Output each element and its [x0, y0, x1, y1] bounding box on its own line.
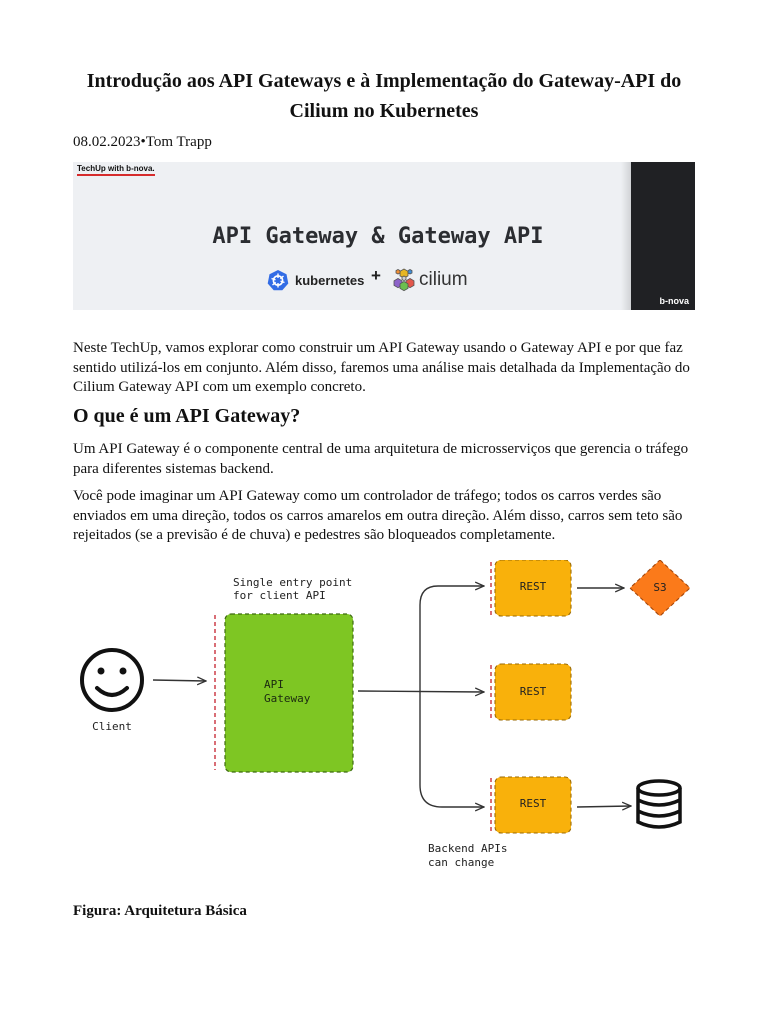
- client-smiley-icon: [80, 648, 144, 712]
- cilium-label: cilium: [419, 269, 468, 290]
- techup-tag: TechUp with b-nova.: [77, 164, 155, 176]
- figure-caption: Figura: Arquitetura Básica: [73, 903, 247, 919]
- hero-banner: TechUp with b-nova. b-nova API Gateway &…: [73, 162, 695, 310]
- gateway-to-rest2-arrow: [357, 691, 484, 692]
- rest-service-3: [494, 776, 572, 834]
- rest-label-1: REST: [520, 580, 547, 593]
- article-meta: 08.02.2023•Tom Trapp: [73, 134, 212, 151]
- rest-to-database-arrow: [576, 806, 631, 807]
- rest-service-1: [494, 560, 572, 617]
- entry-note-line1: Single entry point: [233, 576, 352, 589]
- section-paragraph-2: Você pode imaginar um API Gateway como u…: [73, 488, 683, 543]
- client-to-gateway-arrow: [152, 680, 206, 681]
- rest-service-2: [494, 663, 572, 721]
- meta-separator: •: [140, 134, 146, 150]
- plus-sign: +: [371, 266, 381, 285]
- api-gateway-box: [224, 613, 354, 773]
- cilium-hexagon-icon: [393, 268, 415, 292]
- cilium-logo: cilium: [391, 265, 468, 295]
- s3-storage-shape: [629, 560, 691, 617]
- gateway-to-rest3-arrow: [419, 691, 484, 807]
- banner-headline: API Gateway & Gateway API: [212, 224, 544, 249]
- gateway-label-line1: API: [264, 678, 284, 691]
- article-date: 08.02.2023: [73, 134, 141, 150]
- kubernetes-helm-icon: [267, 270, 289, 291]
- backend-note-line2: can change: [428, 856, 494, 869]
- section-heading: O que é um API Gateway?: [73, 405, 301, 427]
- architecture-diagram: Client Single entry point for client API…: [80, 560, 691, 869]
- rest-label-3: REST: [520, 797, 547, 810]
- intro-paragraph: Neste TechUp, vamos explorar como constr…: [73, 340, 690, 395]
- brand-logo: b-nova: [659, 296, 689, 306]
- s3-label: S3: [653, 581, 666, 594]
- gateway-label-line2: Gateway: [264, 692, 311, 705]
- kubernetes-logo: kubernetes: [267, 268, 364, 292]
- banner-dark-panel: [631, 162, 695, 310]
- article-title: Introdução aos API Gateways e à Implemen…: [86, 70, 682, 122]
- database-icon: [636, 779, 682, 829]
- kubernetes-label: kubernetes: [295, 272, 365, 288]
- gateway-to-rest1-arrow: [419, 586, 484, 691]
- banner-shade: [621, 162, 631, 310]
- entry-note-line2: for client API: [233, 589, 326, 602]
- article-author: Tom Trapp: [145, 134, 212, 150]
- rest-label-2: REST: [520, 685, 547, 698]
- section-paragraph-1: Um API Gateway é o componente central de…: [73, 441, 689, 477]
- backend-note-line1: Backend APIs: [428, 842, 507, 855]
- client-label: Client: [92, 720, 132, 733]
